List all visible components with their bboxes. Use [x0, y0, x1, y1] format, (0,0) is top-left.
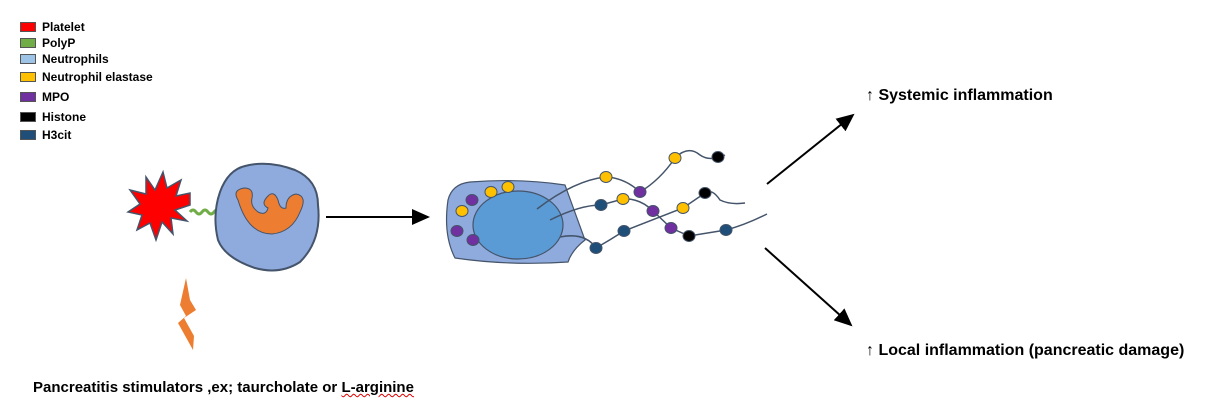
bead [589, 242, 603, 254]
legend-item: MPO [20, 90, 69, 104]
legend-item: Histone [20, 110, 86, 124]
legend-swatch [20, 22, 36, 32]
legend-item: Neutrophil elastase [20, 70, 153, 84]
bead [616, 193, 630, 205]
bead [594, 199, 608, 211]
legend-label: H3cit [42, 128, 72, 142]
lightning-icon [178, 278, 196, 350]
legend-swatch [20, 54, 36, 64]
stimulators-caption: Pancreatitis stimulators ,ex; taurcholat… [33, 379, 414, 396]
local-text: Local inflammation (pancreatic damage) [878, 342, 1185, 359]
legend-label: PolyP [42, 36, 76, 50]
arrow-local [764, 247, 853, 327]
bead [711, 151, 725, 163]
legend-label: Neutrophil elastase [42, 70, 153, 84]
bead [617, 225, 631, 237]
systemic-inflammation-label: ↑ Systemic inflammation [866, 87, 1053, 105]
legend-swatch [20, 112, 36, 122]
bead [450, 225, 464, 237]
caption-prefix: Pancreatitis stimulators ,ex; taurcholat… [33, 379, 342, 396]
legend-swatch [20, 72, 36, 82]
up-arrow-icon: ↑ [866, 87, 874, 104]
nucleus-lobed [235, 187, 304, 235]
legend-label: Histone [42, 110, 87, 124]
bead [664, 222, 678, 234]
caption-underlined: L-arginine [341, 379, 414, 396]
bead [599, 171, 613, 183]
local-inflammation-label: ↑ Local inflammation (pancreatic damage) [866, 342, 1184, 360]
polyp-chain [188, 208, 222, 216]
up-arrow-icon: ↑ [866, 342, 874, 359]
bead [465, 194, 479, 206]
bead [633, 186, 647, 198]
legend-swatch [20, 130, 36, 140]
bead [466, 234, 480, 246]
legend-label: Neutrophils [42, 52, 109, 66]
legend-label: Platelet [42, 20, 85, 34]
bead [719, 224, 733, 236]
bead [455, 205, 469, 217]
bead [682, 230, 696, 242]
legend-swatch [20, 92, 36, 102]
platelet-starburst [126, 169, 191, 243]
arrow-systemic [766, 113, 855, 185]
legend-label: MPO [42, 90, 70, 104]
systemic-text: Systemic inflammation [878, 87, 1053, 104]
net-nucleus [472, 190, 564, 260]
legend-item: PolyP [20, 36, 75, 50]
legend-item: Neutrophils [20, 52, 109, 66]
legend-item: Platelet [20, 20, 85, 34]
legend-swatch [20, 38, 36, 48]
legend-item: H3cit [20, 128, 71, 142]
bead [698, 187, 712, 199]
bead [501, 181, 515, 193]
bead [668, 152, 682, 164]
bead [676, 202, 690, 214]
bead [484, 186, 498, 198]
bead [646, 205, 660, 217]
